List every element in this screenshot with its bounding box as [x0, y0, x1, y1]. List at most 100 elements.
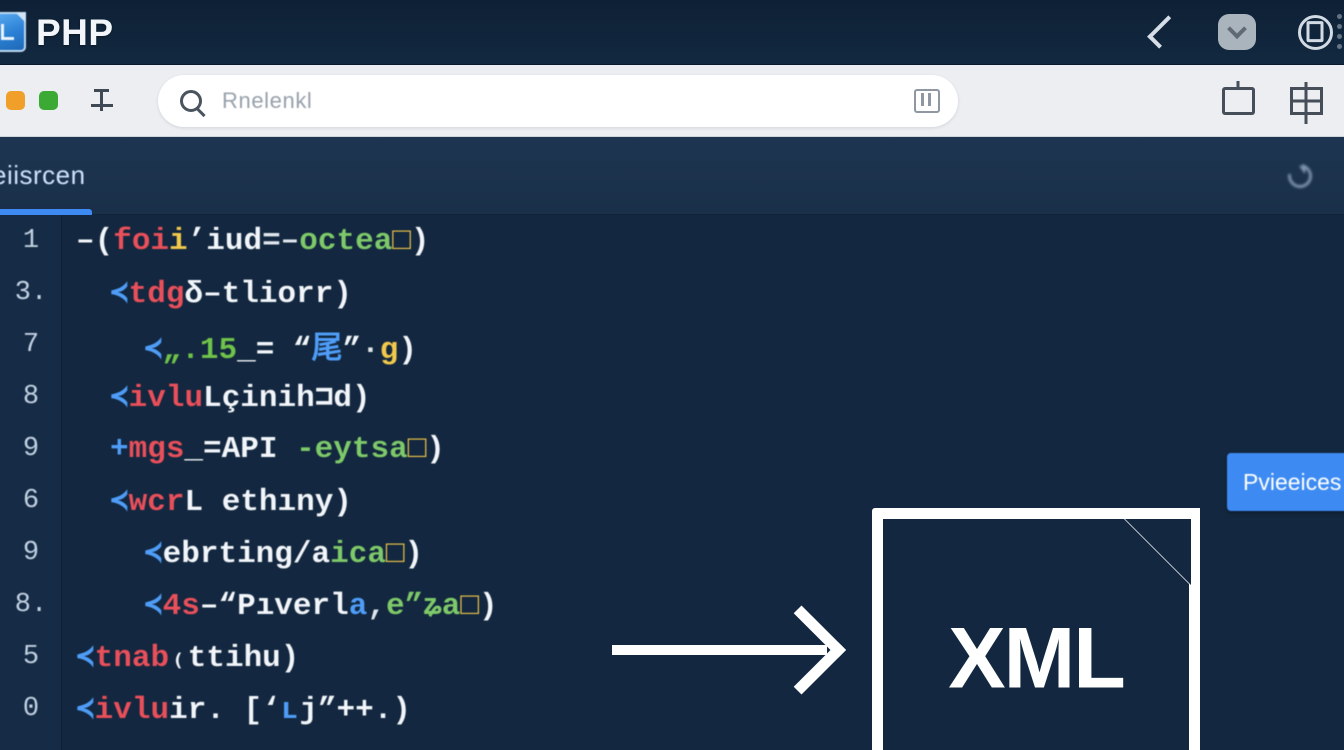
- dropdown-chip-icon[interactable]: [1218, 13, 1256, 51]
- code-token: ≺: [110, 381, 129, 416]
- code-text: ≺ivluLçinih⊐d): [62, 378, 371, 416]
- code-token: API: [221, 431, 297, 467]
- code-token: L ethıny): [184, 485, 352, 520]
- code-token: r: [165, 485, 185, 520]
- code-line: 6 ≺wcrL ethıny): [0, 475, 1344, 527]
- code-line: 0 ≺ivluir. [‘ʟj”++.): [0, 683, 1344, 735]
- code-token: ₍: [169, 641, 188, 676]
- code-token: j”++.): [299, 693, 411, 728]
- refresh-icon[interactable]: [1282, 158, 1318, 194]
- line-number: 6: [22, 486, 40, 516]
- code-text: +mgs_=API -eytsa□): [62, 432, 445, 467]
- tab-active[interactable]: eiisrcen: [0, 137, 108, 215]
- code-text: ≺tnab₍ttihu): [62, 638, 299, 676]
- line-number: 5: [22, 642, 40, 672]
- account-badge-icon[interactable]: [1296, 13, 1334, 51]
- code-token: ): [478, 589, 498, 624]
- tab-active-underline: [0, 208, 92, 215]
- code-token: e: [385, 589, 405, 624]
- code-token: ivlu: [128, 381, 204, 416]
- brand: PHP: [0, 12, 114, 52]
- code-token: “: [274, 333, 312, 368]
- code-token: ≺: [76, 641, 95, 676]
- code-token: ≺: [76, 693, 95, 728]
- line-number: 7: [22, 330, 40, 360]
- code-token: a: [348, 589, 368, 624]
- line-number: 8.: [14, 590, 48, 620]
- code-token: ·: [361, 333, 380, 368]
- code-token: ivlu: [94, 693, 170, 728]
- code-token: □: [407, 431, 427, 467]
- code-line: 9 ≺ebrting/aica□): [0, 527, 1344, 579]
- search-icon: [180, 89, 202, 112]
- code-token: ’iud: [187, 223, 263, 259]
- line-number: 0: [22, 694, 40, 724]
- line-number-gutter: [0, 215, 62, 750]
- code-token: –(: [76, 223, 114, 259]
- line-number: 1: [22, 226, 40, 256]
- code-token: ,: [367, 589, 386, 624]
- code-text: ≺„.15_= “尾”·g): [62, 322, 417, 368]
- panel-toggle-icon[interactable]: [80, 79, 124, 123]
- code-token: □: [460, 589, 479, 624]
- code-token: □: [385, 537, 405, 572]
- code-text: –(foii’iud=–octea□): [62, 224, 430, 259]
- tab-label: eiisrcen: [0, 160, 86, 190]
- code-line: 8≺ivluLçinih⊐d): [0, 371, 1344, 423]
- code-token: ≺: [110, 485, 129, 520]
- code-token: tdg: [128, 277, 185, 312]
- search-value: Rnelenkl: [222, 87, 313, 113]
- code-line: 9 +mgs_=API -eytsa□): [0, 423, 1344, 475]
- code-token: ): [404, 537, 424, 572]
- code-token: ≺: [110, 277, 129, 312]
- line-number: 3.: [14, 278, 48, 308]
- minimize-light[interactable]: [6, 91, 25, 110]
- right-arrow-icon: [612, 645, 827, 655]
- code-token: ): [398, 333, 417, 368]
- code-text: ≺tdgδ–tliorr): [62, 274, 352, 312]
- code-token: ≺: [144, 589, 163, 624]
- app-title: PHP: [36, 11, 114, 53]
- code-token: ): [333, 277, 352, 312]
- code-token: ttihu): [187, 641, 300, 676]
- code-editor[interactable]: 1–(foii’iud=–octea□)3.≺tdgδ–tliorr)7≺„.1…: [0, 215, 1344, 750]
- new-window-icon[interactable]: [1216, 79, 1260, 123]
- code-lines: 1–(foii’iud=–octea□)3.≺tdgδ–tliorr)7≺„.1…: [0, 215, 1344, 750]
- code-text: ≺ivluir. [‘ʟj”++.): [62, 690, 411, 728]
- code-token: „.15: [162, 333, 238, 368]
- code-text: ≺ebrting/aica□): [62, 534, 423, 572]
- grid-layout-icon[interactable]: [1284, 79, 1328, 123]
- code-token: 4s: [162, 589, 200, 624]
- code-line: 7 ≺„.15_= “尾”·g): [0, 319, 1344, 371]
- code-token: +: [110, 431, 129, 467]
- reader-view-icon[interactable]: [914, 88, 940, 113]
- code-token: □: [392, 223, 411, 259]
- code-token: wc: [128, 485, 166, 520]
- code-text: ≺wcrL ethıny): [62, 482, 352, 520]
- code-token: tnab: [94, 641, 170, 676]
- back-chevron-icon[interactable]: [1140, 13, 1180, 51]
- code-token: ): [426, 431, 445, 467]
- window-controls: [6, 91, 58, 110]
- overflow-menu-icon[interactable]: [1337, 14, 1342, 49]
- code-text: ≺4s–“Pıverla,e”ʑa□): [62, 586, 498, 624]
- code-token: ): [351, 381, 371, 416]
- php-document-icon: [0, 12, 26, 52]
- line-number: 9: [22, 538, 40, 568]
- code-line: 5 ≺tnab₍ttihu): [0, 631, 1344, 683]
- code-token: δ: [184, 277, 204, 312]
- code-token: ): [410, 223, 430, 259]
- maximize-light[interactable]: [39, 91, 58, 110]
- code-line: 8.≺4s–“Pıverla,e”ʑa□): [0, 579, 1344, 631]
- code-token: ebrting/a: [162, 537, 331, 572]
- line-number: 9: [22, 434, 40, 464]
- code-token: foi: [113, 223, 170, 259]
- xml-label: XML: [948, 610, 1126, 707]
- search-input[interactable]: Rnelenkl: [158, 74, 958, 127]
- browser-toolbar: Rnelenkl: [0, 65, 1344, 137]
- code-token: octea: [299, 223, 393, 259]
- code-token: Lçinih⊐d: [203, 381, 352, 416]
- preview-button[interactable]: Pvieeices: [1227, 453, 1344, 511]
- code-token: =–: [262, 223, 300, 259]
- code-token: _=: [184, 431, 222, 467]
